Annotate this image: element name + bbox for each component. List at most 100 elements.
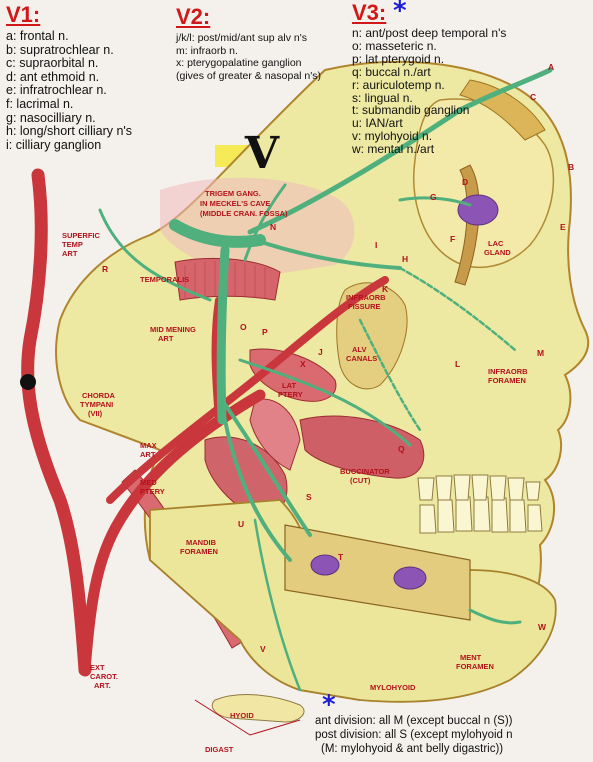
marker-r: R xyxy=(102,264,108,274)
note-line: post division: all S (except mylohyoid n xyxy=(315,729,513,741)
v2-branch xyxy=(253,238,402,270)
v3-item: u: IAN/art xyxy=(352,116,403,131)
label-infraorbital-fissure-1: INFRAORB xyxy=(346,293,386,302)
v3-star-icon: * xyxy=(393,0,407,26)
label-mental-foramen-2: FORAMEN xyxy=(456,662,494,671)
marker-c: C xyxy=(530,92,536,102)
masseter-muscle xyxy=(249,398,301,471)
maxillary-artery xyxy=(106,276,389,504)
label-medial-pterygoid-1: MED xyxy=(140,478,157,487)
label-medial-pterygoid-2: PTERY xyxy=(140,487,165,496)
superficial-temporal-artery xyxy=(21,168,92,677)
marker-m: M xyxy=(537,348,544,358)
label-infraorbital-foramen-2: FORAMEN xyxy=(488,376,526,385)
marker-o: O xyxy=(240,322,247,332)
v1-item: h: long/short cilliary n's xyxy=(6,124,133,139)
label-buccinator-1: BUCCINATOR xyxy=(340,467,390,476)
label-infraorbital-fissure-2: FISSURE xyxy=(348,302,381,311)
marker-x: X xyxy=(300,359,306,369)
inferior-alveolar-nerve xyxy=(223,418,292,562)
label-meckels-cave: IN MECKEL'S CAVE xyxy=(200,199,270,208)
label-trigeminal-ganglion: TRIGEM GANG. xyxy=(205,189,261,198)
v1-item: a: frontal n. xyxy=(6,29,69,43)
submandibular-gland xyxy=(310,554,340,576)
trigeminal-numeral: V xyxy=(244,128,280,179)
label-lateral-pterygoid-1: LAT xyxy=(282,381,296,390)
marker-w: W xyxy=(538,622,547,632)
marker-t: T xyxy=(338,552,344,562)
marker-k: K xyxy=(382,284,389,294)
v1-item: i: cilliary ganglion xyxy=(6,137,102,152)
v2-list: j/k/l: post/mid/ant sup alv n's m: infra… xyxy=(176,32,321,82)
v3-header: V3: xyxy=(352,0,387,25)
note-star-icon: * xyxy=(322,690,336,720)
label-hyoid: HYOID xyxy=(230,711,254,720)
mental-nerve xyxy=(468,608,522,625)
v1-item: b: supratrochlear n. xyxy=(6,42,114,57)
v2-item: x: pterygopalatine ganglion xyxy=(176,57,302,69)
label-maxillary-artery-1: MAX xyxy=(140,441,157,450)
note-line: ant division: all M (except buccal n (S)… xyxy=(315,715,513,727)
marker-j: J xyxy=(318,347,323,357)
note-line: (M: mylohyoid & ant belly digastric)) xyxy=(321,743,504,755)
label-middle-cranial-fossa: (MIDDLE CRAN. FOSSA) xyxy=(200,209,288,218)
v1-branch xyxy=(247,67,553,235)
marker-i: I xyxy=(375,240,377,250)
marker-l: L xyxy=(455,359,460,369)
v1-header: V1: xyxy=(6,2,41,27)
division-note: ant division: all M (except buccal n (S)… xyxy=(315,714,513,756)
buccal-nerve xyxy=(238,358,412,447)
auriculotemporal-nerve xyxy=(98,208,212,302)
label-superficial-temporal-1: SUPERFIC xyxy=(62,231,101,240)
sublingual-gland xyxy=(393,566,427,590)
marker-b: B xyxy=(568,162,574,172)
upper-teeth xyxy=(417,474,541,501)
label-superficial-temporal-3: ART xyxy=(62,249,78,258)
label-middle-meningeal-2: ART xyxy=(158,334,174,343)
lacrimal-nerve xyxy=(398,196,472,207)
v3-item: s: lingual n. xyxy=(352,90,413,105)
v2-item: m: infraorb n. xyxy=(176,44,238,57)
v3-item: n: ant/post deep temporal n's xyxy=(352,26,507,40)
marker-a: A xyxy=(548,62,554,72)
label-lacrimal-gland-2: GLAND xyxy=(484,248,511,257)
label-external-carotid-1: EXT xyxy=(90,663,105,672)
middle-meningeal-artery xyxy=(211,297,221,423)
label-external-carotid-2: CAROT. xyxy=(90,672,118,681)
deep-temporal-nerves xyxy=(243,183,287,262)
v3-item: v: mylohyoid n. xyxy=(352,129,433,144)
v3-list: n: ant/post deep temporal n's o: massete… xyxy=(352,27,506,156)
alveolar-nerves xyxy=(358,318,422,432)
label-infraorbital-foramen-1: INFRAORB xyxy=(488,367,528,376)
label-middle-meningeal-1: MID MENING xyxy=(150,325,196,334)
v1-item: e: infratrochlear n. xyxy=(6,83,107,98)
label-mental-foramen-1: MENT xyxy=(460,653,482,662)
marker-h: H xyxy=(402,254,408,264)
external-carotid-artery xyxy=(79,389,266,676)
label-lacrimal-gland-1: LAC xyxy=(488,239,504,248)
label-superficial-temporal-2: TEMP xyxy=(62,240,83,249)
marker-s: S xyxy=(306,492,312,502)
v1-item: g: nasocilliary n. xyxy=(6,110,96,125)
v2-header: V2: xyxy=(176,4,211,29)
v3-trunk xyxy=(216,245,230,425)
label-digastric: DIGAST xyxy=(205,745,234,754)
marker-g: G xyxy=(430,192,437,202)
label-chorda-tympani-1: CHORDA xyxy=(82,391,115,400)
marker-p: P xyxy=(262,327,268,337)
v3-item: q: buccal n./art xyxy=(352,64,431,79)
lingual-nerve xyxy=(220,398,312,537)
label-temporalis: TEMPORALIS xyxy=(140,275,189,284)
label-alveolar-canals-1: ALV xyxy=(352,345,366,354)
v1-item: d: ant ethmoid n. xyxy=(6,69,100,84)
infraorbital-nerve xyxy=(398,266,517,352)
v3-item: r: auriculotemp n. xyxy=(352,77,445,92)
reference-dot xyxy=(20,374,36,390)
label-chorda-tympani-2: TYMPANI xyxy=(80,400,113,409)
lacrimal-gland xyxy=(457,194,499,226)
v3-item: t: submandib ganglion xyxy=(352,103,470,118)
label-chorda-tympani-3: (VII) xyxy=(88,409,103,418)
v3-item: p: lat pterygoid n. xyxy=(352,51,445,66)
label-alveolar-canals-2: CANALS xyxy=(346,354,377,363)
marker-e: E xyxy=(560,222,566,232)
